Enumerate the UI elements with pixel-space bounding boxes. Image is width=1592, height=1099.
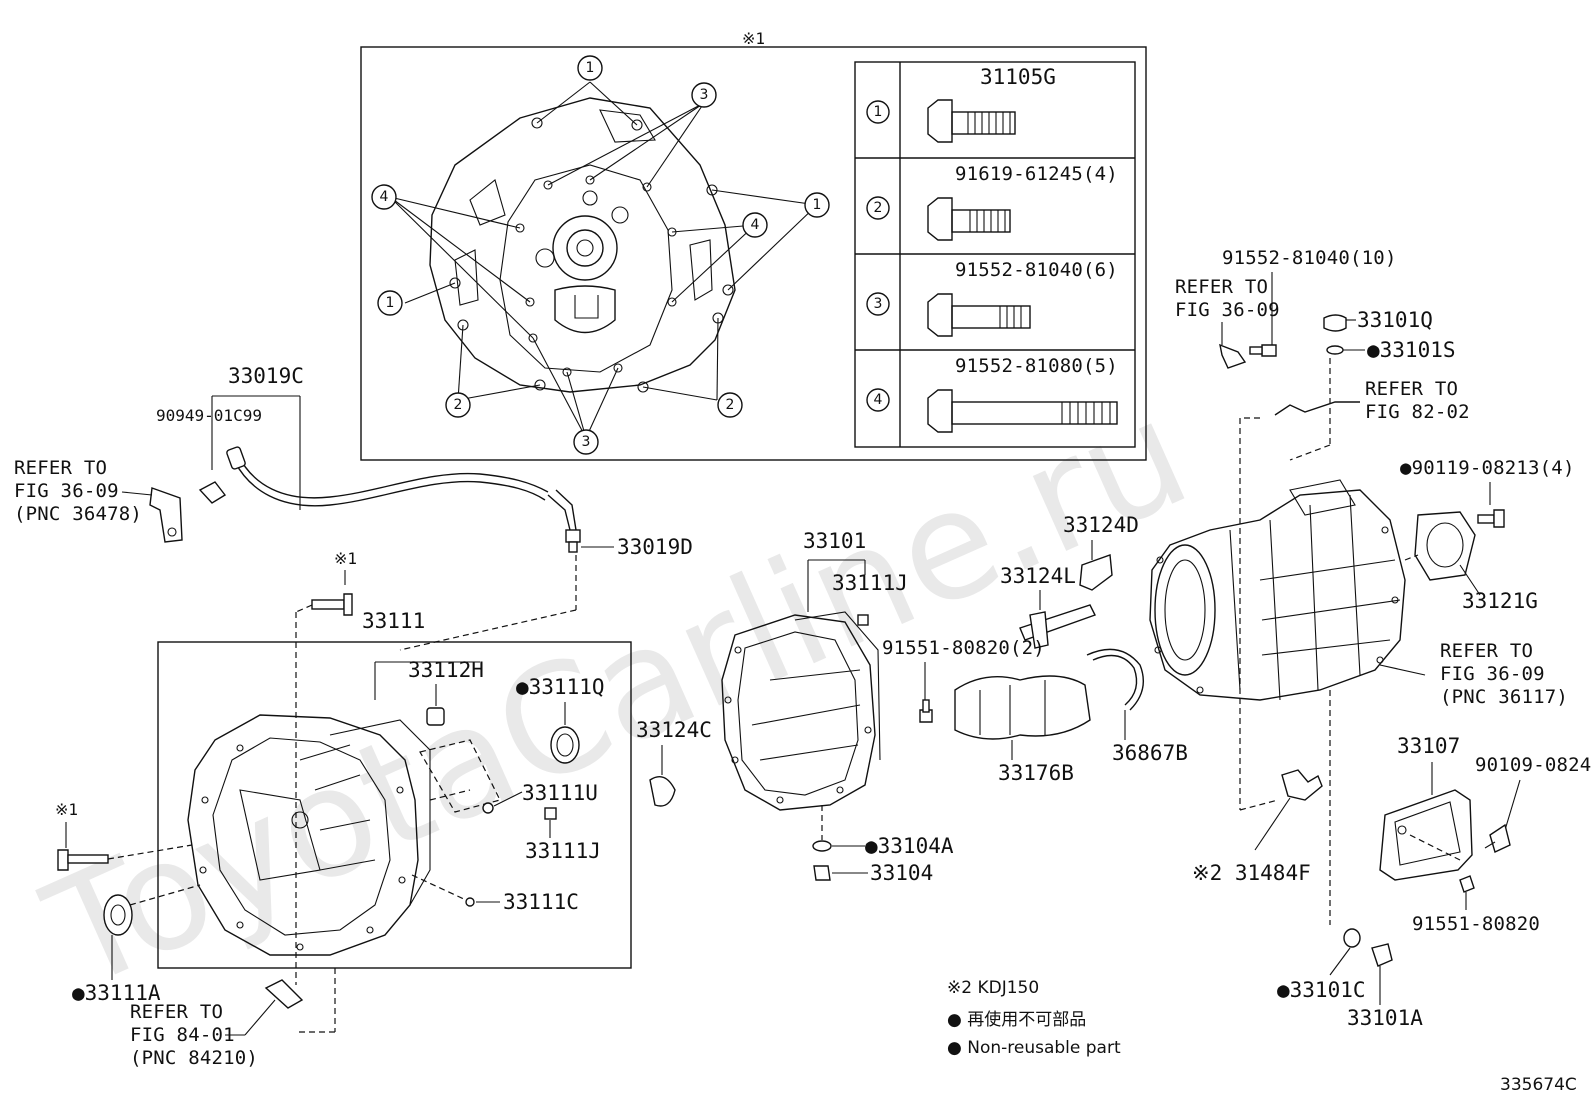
center-housing-group: 33124C 33101 33111J ●33104A 33104 bbox=[636, 529, 954, 885]
label-33121G: 33121G bbox=[1462, 589, 1538, 613]
table-part-1: 31105G bbox=[980, 65, 1056, 89]
refer1-line3: (PNC 36478) bbox=[14, 503, 142, 525]
table-no-2: 2 bbox=[874, 200, 883, 216]
table-no-4: 4 bbox=[874, 392, 883, 408]
callout-4-left: 4 bbox=[380, 189, 389, 205]
refer3-line2: FIG 36-09 bbox=[1175, 299, 1280, 321]
label-90949-01C99: 90949-01C99 bbox=[156, 406, 262, 425]
label-33111: 33111 bbox=[362, 609, 425, 633]
refer4-line1: REFER TO bbox=[1365, 378, 1458, 400]
label-90119-08213: ●90119-08213(4) bbox=[1400, 457, 1575, 479]
label-33111J-left: 33111J bbox=[525, 839, 601, 863]
label-33104A: ●33104A bbox=[865, 834, 954, 858]
refer5-line1: REFER TO bbox=[1440, 640, 1533, 662]
transmission-case-group: 91552-81040(10) REFER TO FIG 36-09 33101… bbox=[1149, 247, 1592, 1030]
refer1-line1: REFER TO bbox=[14, 457, 107, 479]
label-33111J-center: 33111J bbox=[832, 571, 908, 595]
shift-parts-group: 33124D 33124L 91551-80820(2) 33176B 3686… bbox=[882, 513, 1188, 785]
callout-4-right: 4 bbox=[751, 217, 760, 233]
label-33107: 33107 bbox=[1397, 734, 1460, 758]
table-part-4: 91552-81080(5) bbox=[955, 355, 1118, 377]
label-33019C: 33019C bbox=[228, 364, 304, 388]
label-33101Q: 33101Q bbox=[1357, 308, 1433, 332]
refer4-line2: FIG 82-02 bbox=[1365, 401, 1470, 423]
refer2-line2: FIG 84-01 bbox=[130, 1024, 235, 1046]
label-33176B: 33176B bbox=[998, 761, 1074, 785]
clutch-housing-group: 33111 ※1 33112H ●33111Q bbox=[55, 549, 632, 1069]
label-90109-08248: 90109-08248 bbox=[1475, 754, 1592, 776]
label-33111C: 33111C bbox=[503, 890, 579, 914]
label-33104: 33104 bbox=[870, 861, 933, 885]
label-33124C: 33124C bbox=[636, 718, 712, 742]
refer2-line3: (PNC 84210) bbox=[130, 1047, 258, 1069]
table-no-1: 1 bbox=[874, 104, 883, 120]
figure-code: 335674C bbox=[1500, 1075, 1577, 1095]
label-91552-81040-10: 91552-81040(10) bbox=[1222, 247, 1397, 269]
table-part-3: 91552-81040(6) bbox=[955, 259, 1118, 281]
label-33124D: 33124D bbox=[1063, 513, 1139, 537]
refer2-line1: REFER TO bbox=[130, 1001, 223, 1023]
label-33101C: ●33101C bbox=[1277, 978, 1366, 1002]
label-31484F: ※2 31484F bbox=[1192, 861, 1311, 885]
legend-japanese: ● 再使用不可部品 bbox=[947, 1009, 1086, 1030]
callout-3-top: 3 bbox=[700, 87, 709, 103]
callout-3-bottom: 3 bbox=[582, 434, 591, 450]
callout-1-top: 1 bbox=[586, 60, 595, 76]
label-33101A: 33101A bbox=[1347, 1006, 1423, 1030]
bolt-illustrations bbox=[927, 99, 1118, 433]
refer1-line2: FIG 36-09 bbox=[14, 480, 119, 502]
table-no-3: 3 bbox=[874, 296, 883, 312]
refer5-line2: FIG 36-09 bbox=[1440, 663, 1545, 685]
bolt-pattern-inset: ※1 bbox=[360, 29, 1147, 461]
mark1-left: ※1 bbox=[55, 800, 78, 819]
inset-mark: ※1 bbox=[742, 29, 765, 48]
bolt-table: 1 2 3 4 31105G 91619-61245(4) 91552-8104… bbox=[854, 61, 1136, 448]
refer5-line3: (PNC 36117) bbox=[1440, 686, 1568, 708]
label-91551-80820-2: 91551-80820(2) bbox=[882, 637, 1045, 659]
callout-2-left: 2 bbox=[454, 397, 463, 413]
inset-leader-lines bbox=[389, 81, 818, 439]
label-33111U: 33111U bbox=[522, 781, 598, 805]
bolt-holes bbox=[449, 117, 734, 393]
legend-english: ● Non-reusable part bbox=[947, 1038, 1121, 1058]
callout-1-left: 1 bbox=[386, 295, 395, 311]
mark1-top: ※1 bbox=[334, 549, 357, 568]
label-33112H: 33112H bbox=[408, 658, 484, 682]
label-33124L: 33124L bbox=[1000, 564, 1076, 588]
callout-2-right: 2 bbox=[726, 397, 735, 413]
bellhousing-face-illustration bbox=[429, 97, 736, 393]
label-33019D: 33019D bbox=[617, 535, 693, 559]
label-91551-80820: 91551-80820 bbox=[1412, 913, 1540, 935]
label-33111A: ●33111A bbox=[72, 981, 161, 1005]
callout-1-right: 1 bbox=[813, 197, 822, 213]
table-part-2: 91619-61245(4) bbox=[955, 163, 1118, 185]
legend: ※2 KDJ150 ● 再使用不可部品 ● Non-reusable part bbox=[947, 978, 1121, 1058]
refer3-line1: REFER TO bbox=[1175, 276, 1268, 298]
label-36867B: 36867B bbox=[1112, 741, 1188, 765]
label-33101: 33101 bbox=[803, 529, 866, 553]
label-33111Q: ●33111Q bbox=[516, 675, 605, 699]
label-33101S: ●33101S bbox=[1367, 338, 1456, 362]
legend-note: ※2 KDJ150 bbox=[947, 978, 1039, 998]
clutch-hose-group: 33019C 90949-01C99 33019D REFER TO FIG 3… bbox=[14, 364, 693, 559]
inset-callouts: 1 1 1 2 2 3 3 4 4 bbox=[371, 55, 830, 455]
